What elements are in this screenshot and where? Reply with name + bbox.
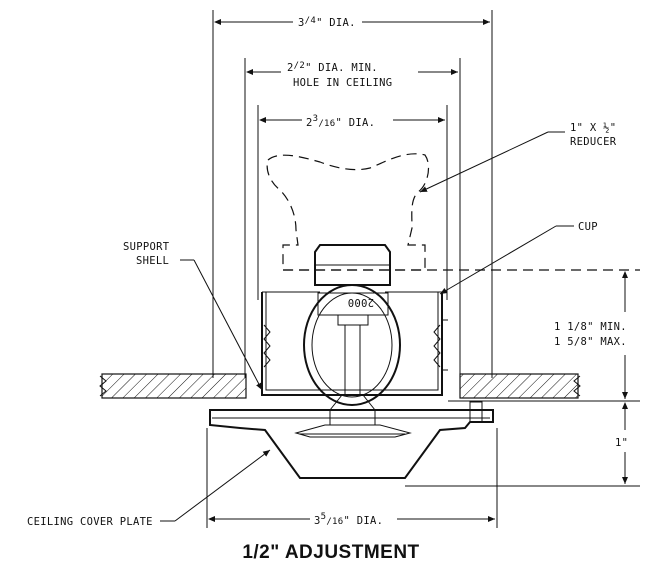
- reducer-outline: [266, 153, 640, 271]
- cup-label: CUP: [578, 221, 598, 233]
- sprinkler-head: 2000: [294, 244, 412, 438]
- dim-plate-suffix: " DIA.: [344, 515, 384, 527]
- dim-plate-frac: /16: [326, 517, 343, 527]
- dim-height-min: 1 1/8" MIN.: [554, 321, 627, 333]
- support-shell: [263, 319, 448, 371]
- svg-text:23/16" DIA.: 23/16" DIA.: [306, 114, 375, 129]
- dim-cup-suffix: " DIA.: [336, 117, 376, 129]
- dim-outer-whole: 3: [298, 17, 305, 29]
- callout-reducer: 1" X ½" REDUCER: [419, 122, 617, 193]
- extension-lines: [206, 10, 498, 528]
- ceiling: [99, 373, 581, 399]
- dim-cup-diameter: 23/16" DIA.: [259, 114, 445, 129]
- dim-cup-frac: /16: [318, 119, 335, 129]
- support-line1: SUPPORT: [123, 241, 170, 253]
- dim-hole-frac: /2: [294, 61, 305, 71]
- dim-plate-diameter: 35/16" DIA.: [208, 512, 495, 527]
- sprinkler-marking: 2000: [348, 296, 375, 308]
- dim-plate-whole: 3: [314, 515, 321, 527]
- dim-cup-whole: 2: [306, 117, 313, 129]
- dim-cup-sup: 3: [313, 114, 319, 124]
- reducer-line2: REDUCER: [570, 136, 617, 148]
- dim-plate-height-label: 1": [615, 437, 628, 449]
- dim-height: 1 1/8" MIN. 1 5/8" MAX.: [554, 271, 628, 399]
- dim-outer-diameter: 3/4" DIA.: [214, 16, 490, 29]
- reducer-line1: 1" X ½": [570, 122, 616, 134]
- dim-plate-height: 1": [615, 402, 628, 484]
- callout-cover-plate: CEILING COVER PLATE: [27, 449, 271, 528]
- drawing-title: 1/2" ADJUSTMENT: [242, 542, 419, 563]
- svg-text:3/4" DIA.: 3/4" DIA.: [298, 16, 356, 29]
- dim-plate-sup: 5: [321, 512, 327, 522]
- dim-hole-min: 2/2" DIA. MIN. HOLE IN CEILING: [246, 61, 458, 89]
- dim-outer-frac: /4: [305, 16, 316, 26]
- callout-cup: CUP: [439, 221, 598, 295]
- svg-text:2/2" DIA. MIN.: 2/2" DIA. MIN.: [287, 61, 378, 74]
- svg-text:35/16" DIA.: 35/16" DIA.: [314, 512, 383, 527]
- dim-hole-whole: 2: [287, 62, 294, 74]
- right-extension-lines: [405, 400, 640, 487]
- callout-support-shell: SUPPORT SHELL: [123, 241, 263, 391]
- dim-hole-suffix: " DIA. MIN.: [305, 62, 378, 74]
- dim-outer-suffix: " DIA.: [316, 17, 356, 29]
- cover-plate-label: CEILING COVER PLATE: [27, 516, 153, 528]
- dim-hole-line2: HOLE IN CEILING: [293, 77, 392, 89]
- ceiling-cover-plate: [209, 401, 494, 479]
- dim-height-max: 1 5/8" MAX.: [554, 336, 627, 348]
- support-line2: SHELL: [136, 255, 169, 267]
